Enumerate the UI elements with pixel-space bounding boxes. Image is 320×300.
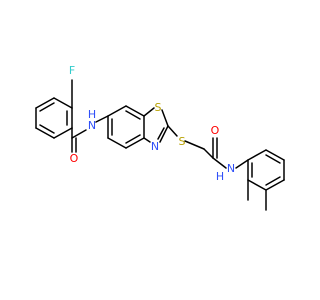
bond bbox=[159, 125, 169, 143]
atom-labels: F O N H S N S O N H bbox=[69, 64, 235, 183]
bond bbox=[143, 107, 155, 117]
bond bbox=[125, 137, 145, 149]
bond bbox=[35, 97, 55, 109]
bond bbox=[167, 125, 178, 137]
atom-label: N bbox=[88, 119, 96, 132]
atom-label-h: H bbox=[216, 170, 224, 183]
bond bbox=[39, 124, 55, 134]
atom-label: N bbox=[151, 140, 159, 153]
atom-thiazole-sulfur: S bbox=[155, 101, 162, 114]
bond bbox=[161, 109, 169, 127]
molecule-structure-diagram: F O N H S N S O N H bbox=[35, 64, 285, 211]
bond bbox=[143, 137, 151, 143]
bonds bbox=[35, 79, 285, 211]
bond bbox=[265, 149, 285, 161]
atom-label: S bbox=[179, 135, 186, 148]
bond bbox=[107, 137, 127, 149]
bond bbox=[125, 134, 141, 144]
atom-fluorine: F bbox=[69, 64, 75, 77]
bond bbox=[39, 102, 55, 112]
atom-thiazole-nitrogen: N bbox=[151, 140, 159, 153]
atom-label: N bbox=[227, 162, 235, 175]
bond bbox=[125, 105, 145, 117]
bond bbox=[247, 179, 267, 191]
bond bbox=[53, 97, 73, 109]
bond bbox=[95, 115, 109, 123]
bond bbox=[53, 127, 73, 139]
bond bbox=[125, 110, 141, 120]
bond bbox=[35, 127, 55, 139]
bond bbox=[265, 154, 281, 164]
atom-carbonyl-oxygen-1: O bbox=[70, 152, 79, 165]
atom-label: S bbox=[155, 101, 162, 114]
bond bbox=[71, 129, 87, 139]
bond bbox=[247, 149, 267, 161]
atom-carbonyl-oxygen-2: O bbox=[211, 124, 220, 137]
bond bbox=[157, 127, 165, 140]
bond bbox=[235, 159, 249, 169]
bond bbox=[107, 105, 127, 117]
atom-thioether-sulfur: S bbox=[179, 135, 186, 148]
atom-label-h: H bbox=[88, 108, 96, 121]
atom-amide-nitrogen-1: N H bbox=[88, 108, 96, 132]
bond bbox=[203, 148, 214, 159]
bond bbox=[212, 157, 227, 169]
bond bbox=[265, 179, 285, 191]
bond bbox=[184, 140, 205, 150]
atom-label: F bbox=[69, 64, 75, 77]
atom-amide-nitrogen-2: N H bbox=[216, 162, 235, 183]
bond bbox=[265, 176, 281, 186]
atom-label: O bbox=[211, 124, 220, 137]
atom-label: O bbox=[70, 152, 79, 165]
